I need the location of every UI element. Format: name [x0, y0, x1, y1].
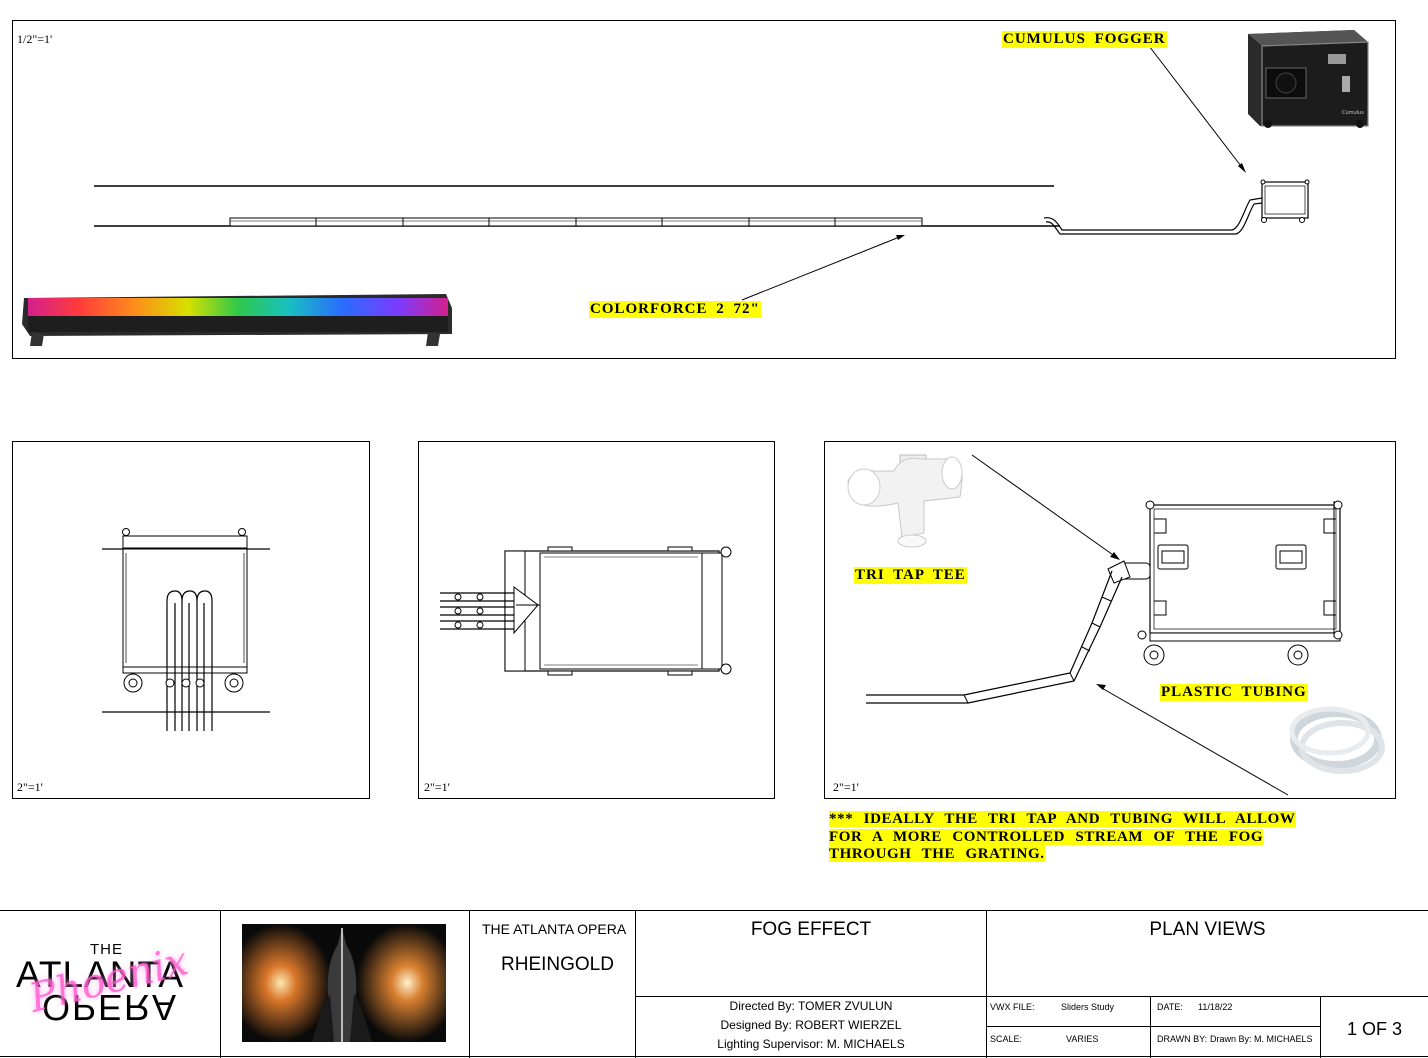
note-line-1: *** IDEALLY THE TRI TAP AND TUBING WILL …: [829, 811, 1296, 827]
fog-note: *** IDEALLY THE TRI TAP AND TUBING WILL …: [829, 811, 1296, 864]
side-elevation-drawing: [440, 546, 732, 676]
side-elevation-scale: 2"=1': [424, 780, 450, 794]
drawn-by-value: Drawn By: M. MICHAELS: [1210, 1034, 1313, 1044]
vwx-file-value: Sliders Study: [1061, 1002, 1115, 1012]
note-line-3: THROUGH THE GRATING.: [829, 846, 1045, 862]
top-panel-scale: 1/2"=1': [17, 32, 53, 46]
isometric-scale: 2"=1': [833, 780, 859, 794]
cumulus-fogger-photo: Cumulus: [1248, 30, 1369, 128]
scale-label: SCALE:: [990, 1034, 1023, 1044]
drawn-by-label: DRAWN BY:: [1157, 1034, 1208, 1044]
note-line-2: FOR A MORE CONTROLLED STREAM OF THE FOG: [829, 828, 1264, 845]
logo-atlanta: ATLANTA: [16, 954, 185, 995]
tri-tap-tee-label: TRI TAP TEE: [854, 567, 967, 584]
date-label: DATE:: [1157, 1002, 1183, 1012]
company-name: THE ATLANTA OPERA: [482, 921, 627, 937]
front-elevation-scale: 2"=1': [17, 780, 43, 794]
date-value: 11/18/22: [1198, 1002, 1233, 1012]
vwx-file-label: VWX FILE:: [990, 1002, 1035, 1012]
colorforce-photo: [22, 294, 452, 346]
top-plan-drawing: [94, 41, 1310, 301]
directed-by: Directed By: TOMER ZVULUN: [729, 999, 893, 1013]
production-name: RHEINGOLD: [501, 954, 614, 975]
sheet-number: 1 OF 3: [1346, 1019, 1403, 1039]
plastic-tubing-photo: [1289, 706, 1385, 774]
isometric-drawing: [847, 454, 1385, 796]
view-title: PLAN VIEWS: [1149, 919, 1266, 940]
colorforce-label: COLORFORCE 2 72": [589, 301, 761, 318]
logo-the: THE: [90, 941, 123, 958]
atlanta-opera-logo: THE ATLANTA OPERA Phoenix: [14, 935, 214, 1035]
plastic-tubing-label: PLASTIC TUBING: [1160, 684, 1308, 701]
title-block: [0, 910, 1428, 1058]
front-elevation-drawing: [102, 528, 270, 731]
scale-value: VARIES: [1066, 1034, 1099, 1044]
svg-text:Cumulus: Cumulus: [1342, 110, 1364, 116]
lighting-supervisor: Lighting Supervisor: M. MICHAELS: [717, 1037, 905, 1051]
cumulus-fogger-label: CUMULUS FOGGER: [1002, 31, 1167, 48]
designed-by: Designed By: ROBERT WIERZEL: [720, 1018, 902, 1032]
sheet-title: FOG EFFECT: [750, 919, 872, 940]
production-image: [242, 924, 446, 1042]
tri-tap-tee-photo: [847, 454, 963, 548]
